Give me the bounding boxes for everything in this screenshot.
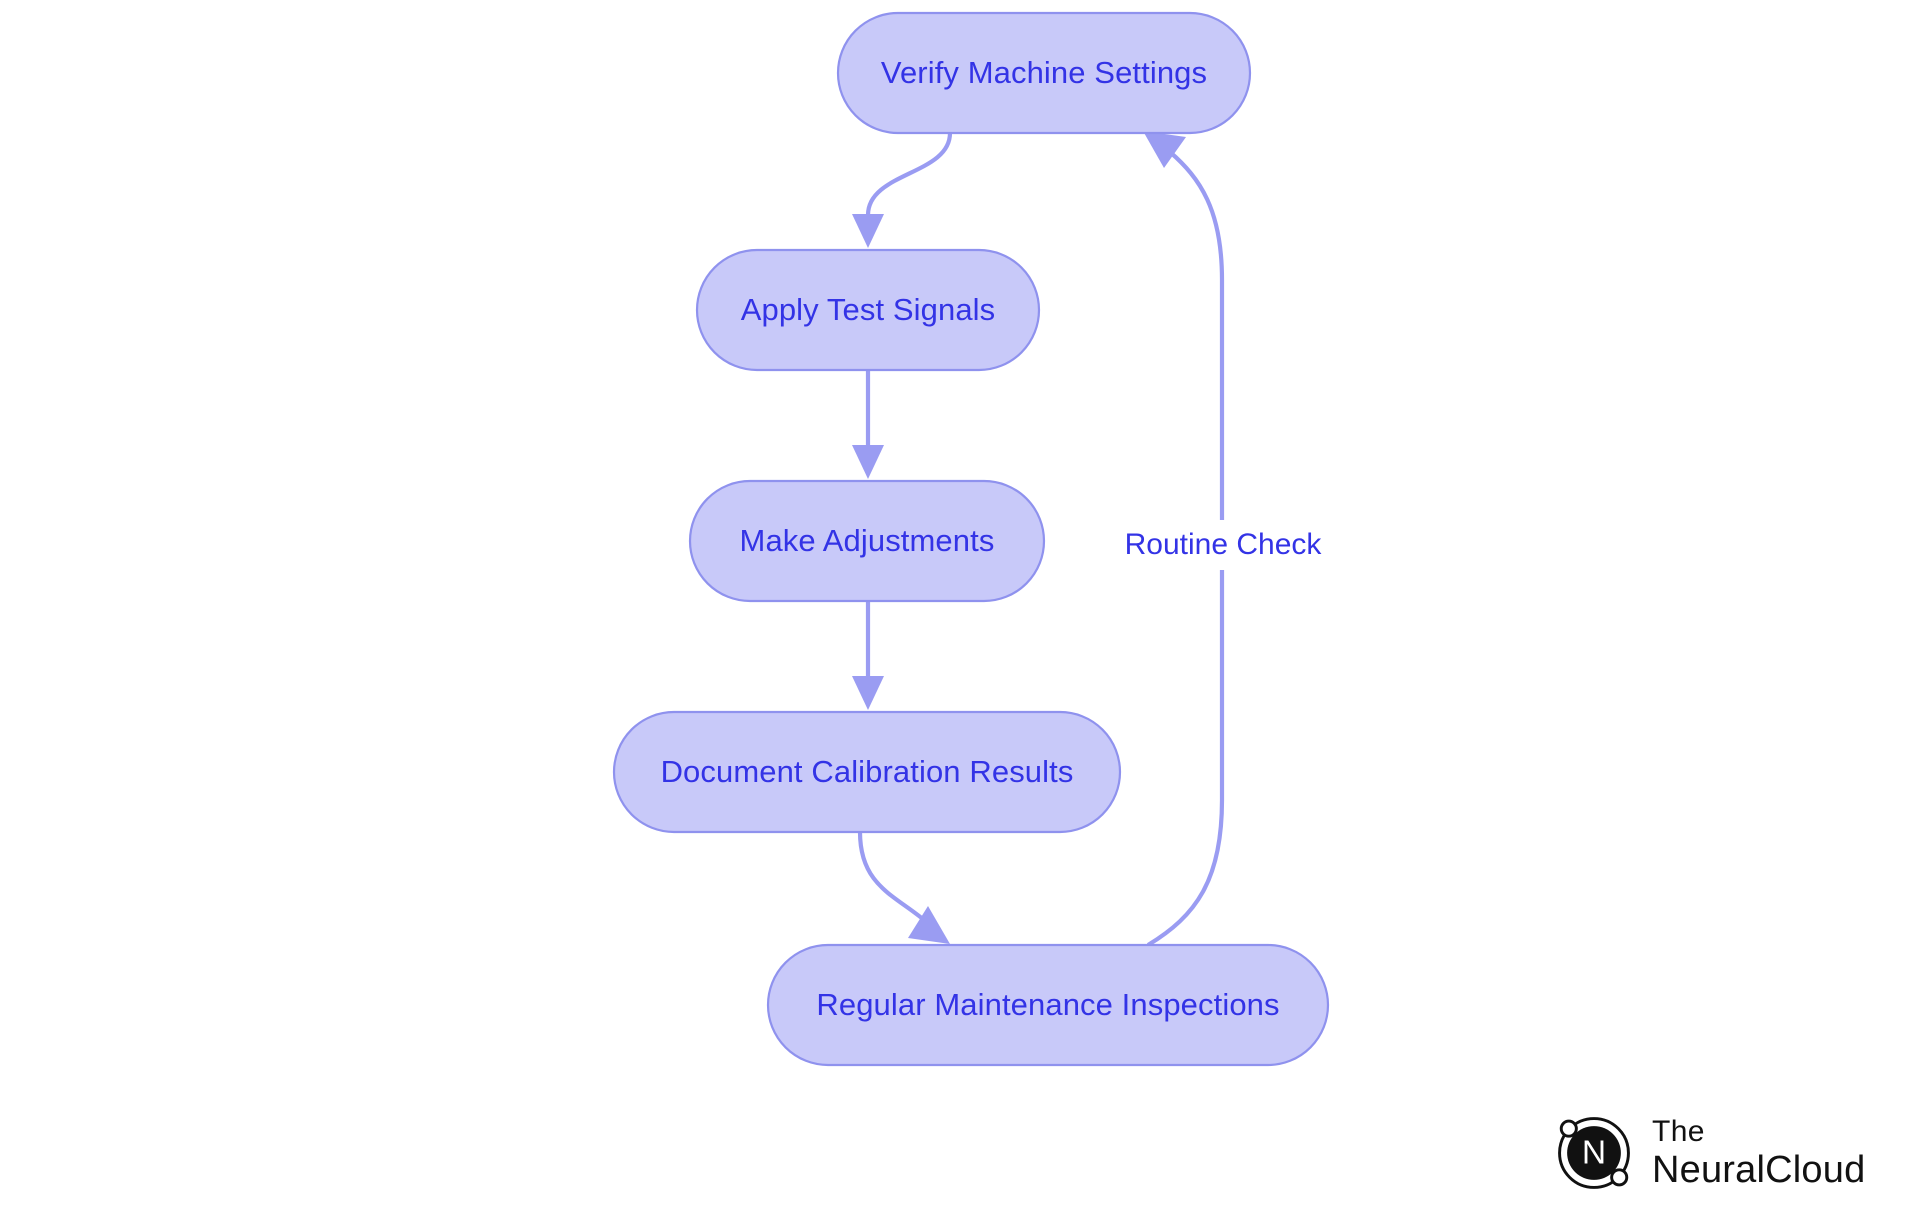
logo-line-neuralcloud: NeuralCloud [1652,1148,1866,1191]
arrowhead-icon [1143,131,1186,168]
node-apply-test-signals[interactable]: Apply Test Signals [695,248,1041,372]
edge-apply-to-adjust [852,370,884,479]
node-shape[interactable] [695,248,1041,372]
edge-label-routine-check: Routine Check [1125,528,1323,561]
node-shape[interactable] [766,943,1330,1067]
logo-node-top-left [1559,1119,1578,1138]
edge-label-backdrop [1112,520,1334,570]
edge-adjust-to-document [852,601,884,710]
node-label: Document Calibration Results [661,754,1074,789]
node-label: Verify Machine Settings [881,55,1207,90]
logo-outer-ring [1558,1116,1630,1189]
node-document-calibration-results[interactable]: Document Calibration Results [612,710,1122,834]
node-verify-machine-settings[interactable]: Verify Machine Settings [836,11,1252,135]
node-label: Apply Test Signals [741,292,996,327]
node-label: Regular Maintenance Inspections [816,987,1279,1022]
edges-layer [852,131,1225,947]
node-shape[interactable] [836,11,1252,135]
logo-line-the: The [1652,1114,1705,1148]
neuralcloud-logo-icon: N [1558,1116,1630,1189]
edge-labels-layer: Routine Check [1112,520,1334,570]
node-regular-maintenance-inspections[interactable]: Regular Maintenance Inspections [766,943,1330,1067]
node-shape[interactable] [612,710,1122,834]
logo-node-bottom-right [1610,1167,1629,1186]
edge-path [857,831,932,927]
node-shape[interactable] [688,479,1046,603]
arrowhead-icon [852,445,884,479]
node-make-adjustments[interactable]: Make Adjustments [688,479,1046,603]
edge-verify-to-apply [852,132,953,248]
arrowhead-icon [852,676,884,710]
edge-path [1146,150,1225,947]
node-label: Make Adjustments [740,523,995,558]
brand-logo: N The NeuralCloud [1552,1105,1902,1200]
arrowhead-icon [852,214,884,248]
logo-wordmark: The NeuralCloud [1652,1114,1866,1191]
arrowhead-icon [908,906,950,944]
edge-document-to-maintenance [857,831,950,944]
nodes-layer: Verify Machine Settings Apply Test Signa… [612,11,1330,1067]
logo-inner-disc [1567,1125,1621,1180]
edge-path [865,132,953,216]
edge-maintenance-to-verify [1143,131,1225,947]
logo-letter-n: N [1582,1134,1606,1171]
